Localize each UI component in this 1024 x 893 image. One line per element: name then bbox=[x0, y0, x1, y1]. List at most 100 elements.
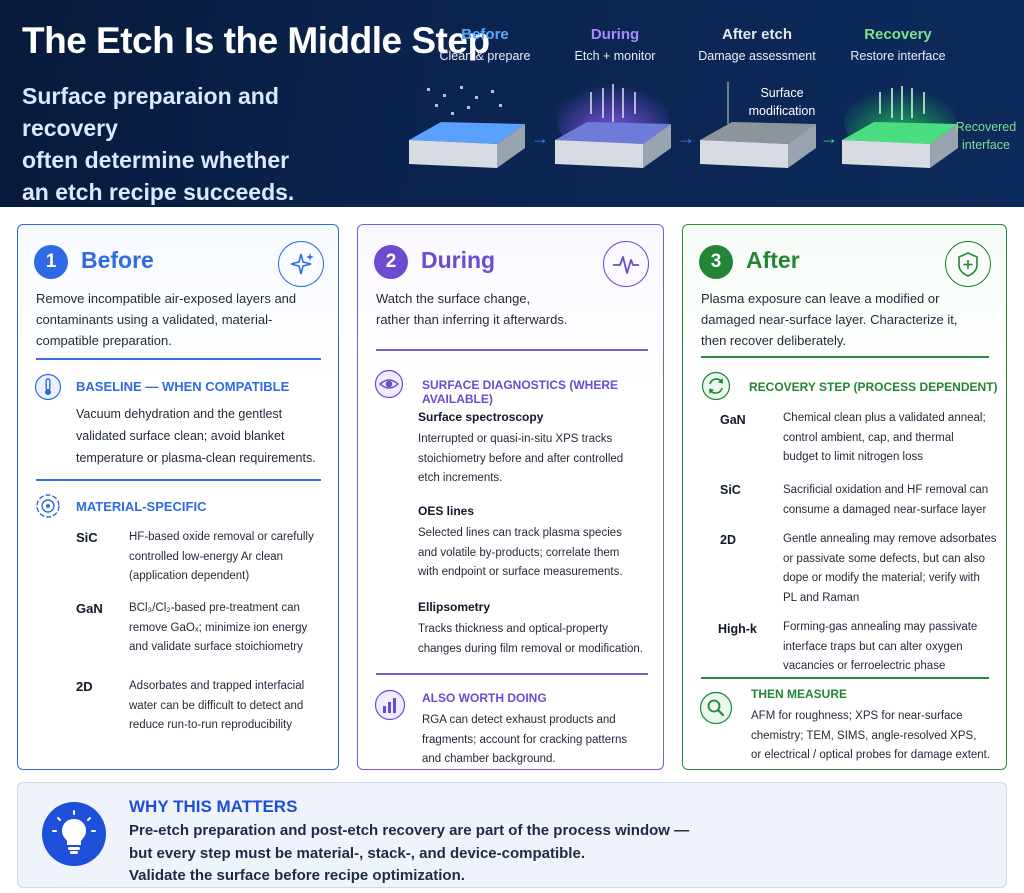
subtitle-line: often determine whether bbox=[22, 147, 290, 173]
intro-line: compatible preparation. bbox=[36, 333, 172, 348]
text-line: vacancies or ferroelectric phase bbox=[783, 660, 946, 672]
text-line: controlled low-energy Ar clean bbox=[129, 550, 284, 563]
footer-title: WHY THIS MATTERS bbox=[129, 797, 298, 816]
text-line: chemistry; TEM, SIMS, angle-resolved XPS… bbox=[751, 729, 977, 742]
text-line: and validate surface stoichiometry bbox=[129, 641, 303, 653]
recovery-text: Chemical clean plus a validated anneal; … bbox=[783, 409, 986, 468]
text-line: Vacuum dehydration and the gentlest bbox=[76, 407, 283, 421]
arrow-right-icon: → bbox=[677, 128, 695, 148]
intro-line: damaged near-surface layer. Characterize… bbox=[701, 312, 958, 327]
intro-line: contaminants using a validated, material… bbox=[36, 312, 273, 327]
section-title: ALSO WORTH DOING bbox=[422, 691, 547, 705]
text-line: stoichiometry before and after controlle… bbox=[418, 452, 624, 465]
diagnostic-heading: Surface spectroscopy bbox=[418, 410, 544, 424]
intro-line: then recover deliberately. bbox=[701, 333, 847, 348]
material-key: GaN bbox=[76, 601, 103, 616]
stage-subtitle: Restore interface bbox=[850, 49, 946, 63]
target-icon bbox=[34, 492, 62, 520]
divider bbox=[701, 677, 989, 679]
text-line: and volatile by-products; correlate them bbox=[418, 546, 620, 559]
recovery-text: Forming-gas annealing may passivate inte… bbox=[783, 618, 977, 677]
divider bbox=[376, 349, 648, 351]
intro-line: Watch the surface change, bbox=[376, 291, 531, 306]
text-line: HF-based oxide removal or carefully bbox=[129, 531, 314, 543]
material-key: GaN bbox=[720, 413, 746, 427]
card-intro: Remove incompatible air-exposed layers a… bbox=[36, 288, 296, 351]
stage-recovery: Recovery Restore interface bbox=[823, 26, 973, 63]
text-line: changes during film removal or modificat… bbox=[418, 642, 643, 655]
material-text: Adsorbates and trapped interfacial water… bbox=[129, 677, 304, 736]
page-title: The Etch Is the Middle Step bbox=[22, 20, 490, 61]
text-line: control ambient, cap, and thermal bbox=[783, 431, 954, 444]
diagnostic-heading: Ellipsometry bbox=[418, 600, 491, 614]
text-line: and chamber background. bbox=[422, 753, 556, 765]
divider bbox=[36, 358, 321, 360]
stage-title: Before bbox=[461, 26, 509, 43]
material-key: 2D bbox=[720, 533, 736, 547]
text-line: validated surface clean; avoid blanket bbox=[76, 429, 285, 443]
text-line: reduce run-to-run reproducibility bbox=[129, 719, 292, 731]
page-subtitle: Surface preparaion and recovery often de… bbox=[22, 80, 342, 207]
intro-line: rather than inferring it afterwards. bbox=[376, 312, 568, 327]
material-key: SiC bbox=[720, 483, 741, 497]
note-line: interface bbox=[962, 138, 1010, 152]
baseline-text: Vacuum dehydration and the gentlest vali… bbox=[76, 403, 316, 469]
footer-line: but every step must be material-, stack-… bbox=[129, 845, 585, 862]
card-title: After bbox=[746, 247, 800, 273]
stage-before: Before Clean & prepare bbox=[410, 26, 560, 63]
divider bbox=[701, 356, 989, 358]
also-text: RGA can detect exhaust products and frag… bbox=[422, 711, 627, 770]
before-slab-illustration bbox=[409, 86, 525, 168]
text-line: etch increments. bbox=[418, 472, 503, 484]
card-intro: Plasma exposure can leave a modified or … bbox=[701, 288, 958, 351]
text-line: Tracks thickness and optical-property bbox=[418, 623, 609, 635]
note-line: Surface modification bbox=[748, 86, 816, 118]
footer-line: Pre-etch preparation and post-etch recov… bbox=[129, 822, 690, 839]
text-line: with endpoint or surface measurements. bbox=[418, 566, 623, 578]
text-line: or electrical / optical probes for damag… bbox=[751, 749, 991, 761]
section-title: MATERIAL-SPECIFIC bbox=[76, 499, 207, 514]
recovery-slab-illustration bbox=[842, 80, 958, 168]
material-key: High-k bbox=[718, 622, 757, 636]
text-line: AFM for roughness; XPS for near-surface bbox=[751, 710, 963, 722]
text-line: remove GaOₓ; minimize ion energy bbox=[129, 621, 308, 634]
text-line: Adsorbates and trapped interfacial bbox=[129, 680, 305, 692]
text-line: PL and Raman bbox=[783, 591, 860, 604]
section-title: BASELINE — WHEN COMPATIBLE bbox=[76, 379, 290, 394]
card-title: Before bbox=[81, 247, 154, 273]
diagnostic-heading: OES lines bbox=[418, 504, 475, 518]
bar-chart-icon bbox=[374, 689, 406, 721]
text-line: RGA can detect exhaust products and bbox=[422, 714, 616, 726]
shield-plus-icon bbox=[945, 241, 991, 287]
card-title: During bbox=[421, 247, 496, 273]
text-line: Selected lines can track plasma species bbox=[418, 527, 622, 539]
sparkle-icon bbox=[278, 241, 324, 287]
text-line: or passivate some defects, but can also bbox=[783, 552, 985, 565]
recovery-text: Gentle annealing may remove adsorbates o… bbox=[783, 530, 997, 608]
text-line: Sacrificial oxidation and HF removal can bbox=[783, 484, 989, 496]
step-number-badge: 1 bbox=[34, 245, 68, 279]
stage-during: During Etch + monitor bbox=[540, 26, 690, 63]
refresh-icon bbox=[701, 371, 731, 401]
stage-title: After etch bbox=[721, 26, 792, 43]
text-line: Forming-gas annealing may passivate bbox=[783, 621, 978, 633]
intro-line: Plasma exposure can leave a modified or bbox=[701, 291, 940, 306]
section-title: RECOVERY STEP (PROCESS DEPENDENT) bbox=[749, 380, 998, 394]
material-key: SiC bbox=[76, 530, 98, 545]
search-icon bbox=[699, 691, 733, 725]
eye-icon bbox=[374, 369, 404, 399]
after-slab-illustration bbox=[700, 82, 816, 168]
text-line: (application dependent) bbox=[129, 570, 250, 582]
text-line: BCl₃/Cl₂-based pre-treatment can bbox=[129, 602, 300, 614]
recovery-text: Sacrificial oxidation and HF removal can… bbox=[783, 481, 988, 520]
stage-subtitle: Damage assessment bbox=[698, 49, 816, 63]
text-line: fragments; account for cracking patterns bbox=[422, 733, 628, 746]
stage-title: During bbox=[590, 26, 640, 43]
text-line: Interrupted or quasi-in-situ XPS tracks bbox=[418, 433, 613, 445]
diagnostic-text: Tracks thickness and optical-property ch… bbox=[418, 620, 643, 659]
thermometer-icon bbox=[34, 373, 62, 401]
during-slab-illustration bbox=[555, 78, 671, 168]
stage-after-etch: After etch Damage assessment bbox=[682, 26, 832, 63]
diagnostic-text: Selected lines can track plasma species … bbox=[418, 524, 623, 583]
text-line: water can be difficult to detect and bbox=[129, 699, 304, 712]
